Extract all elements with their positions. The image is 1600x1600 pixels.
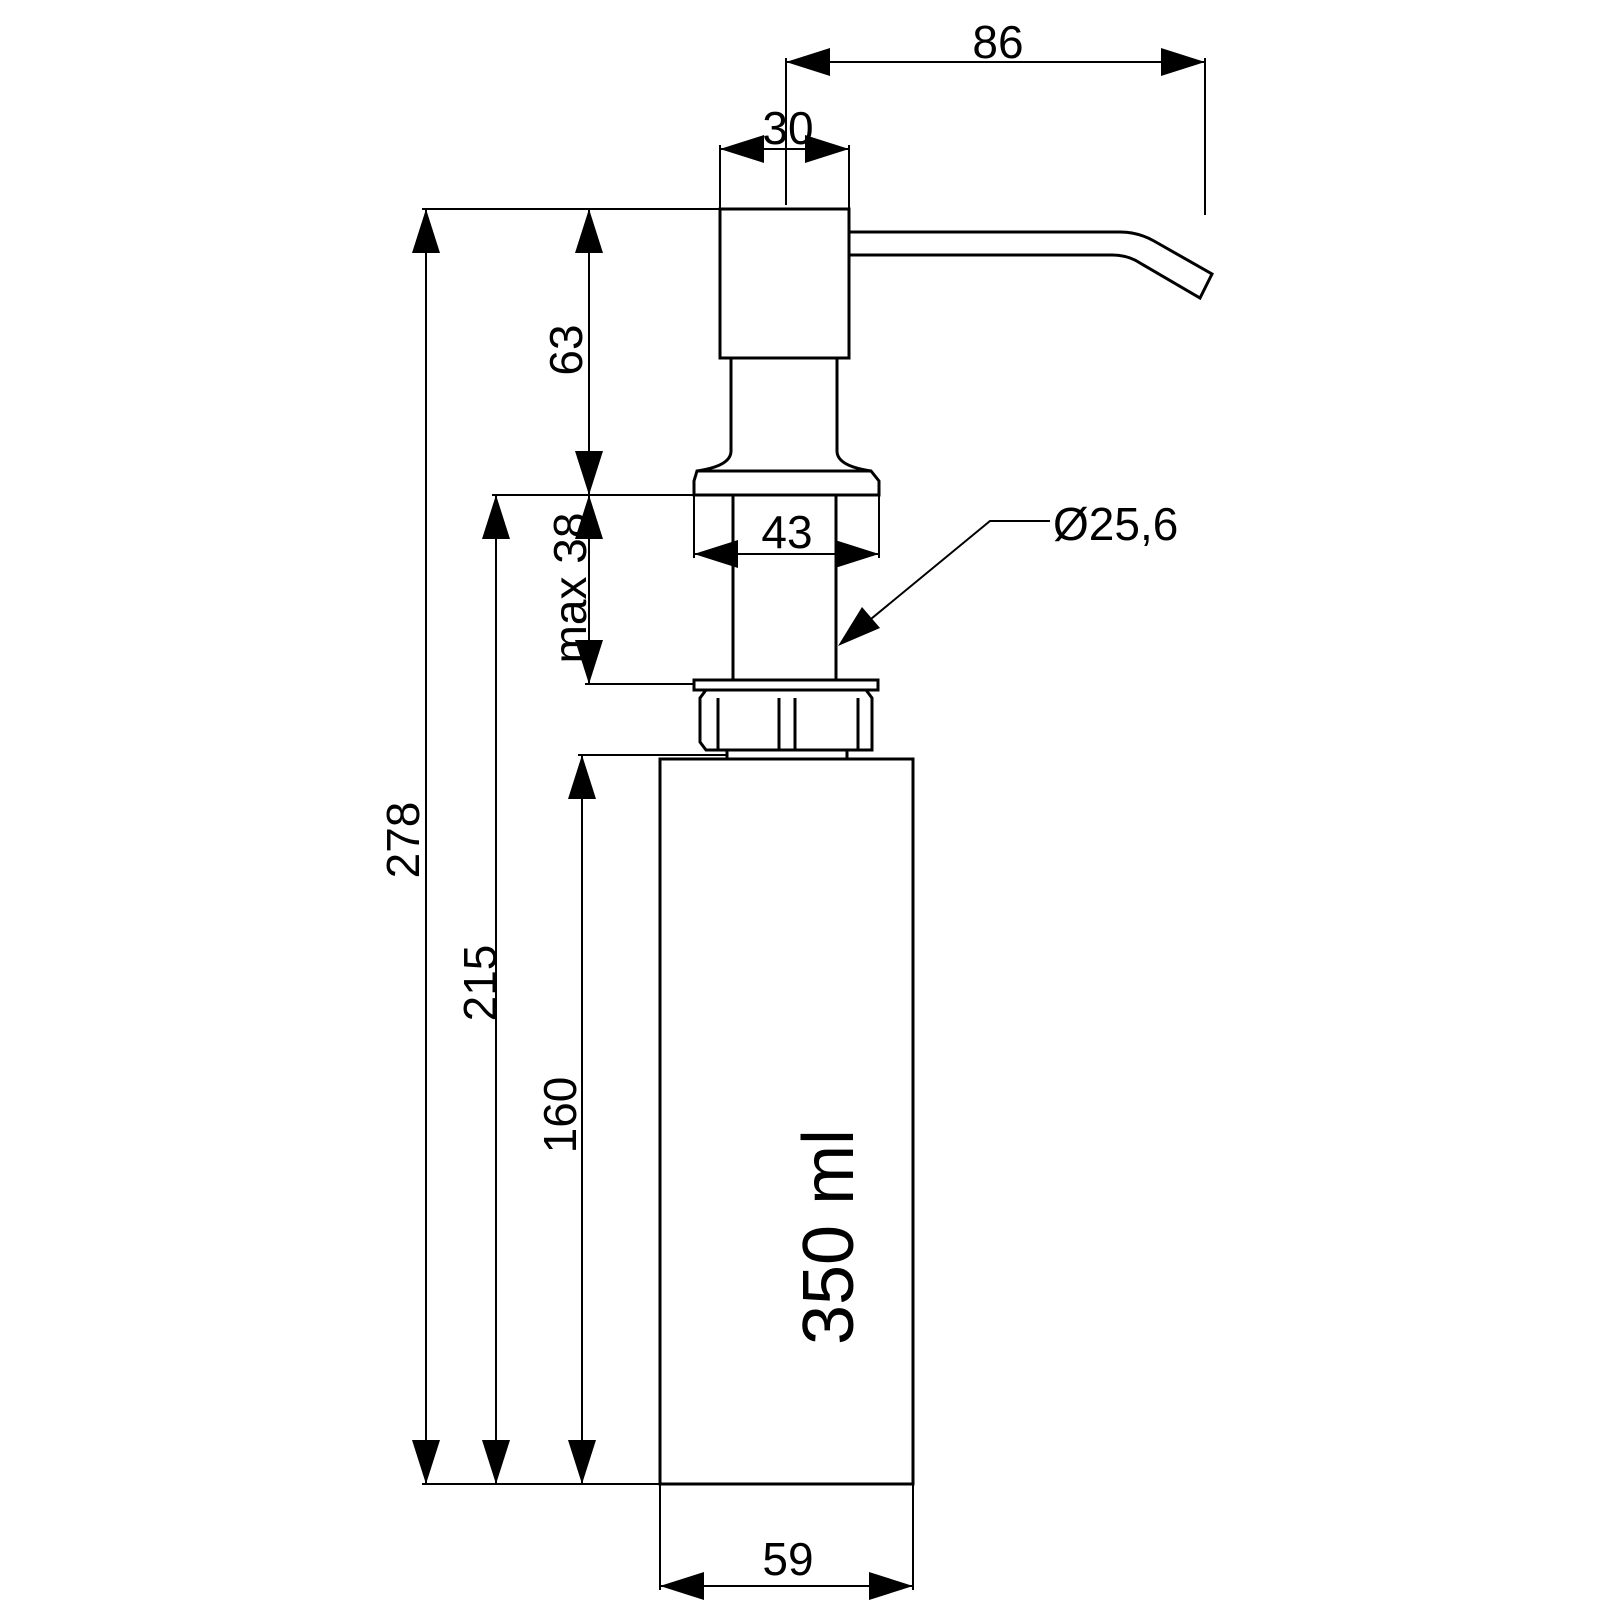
label-bottle-width: 59: [762, 1533, 813, 1585]
label-pump-head-height: 63: [540, 324, 592, 375]
dim-43-arrow-right: [835, 540, 879, 568]
dim-160-arrow-top: [568, 755, 596, 799]
dimension-labels: 86 30 43 Ø25,6 59 278 63 max 38 215 160 …: [377, 16, 1178, 1585]
dim-43-arrow-left: [694, 540, 738, 568]
dim-215-arrow-bottom: [482, 1440, 510, 1484]
dim-59-arrow-right: [869, 1572, 913, 1600]
dim-diameter-arrow: [838, 607, 880, 646]
label-bottle-capacity: 350 ml: [789, 1129, 869, 1345]
pump-head: [718, 207, 851, 360]
dim-30-arrow-right: [805, 135, 849, 163]
dim-160-arrow-bottom: [568, 1440, 596, 1484]
label-bottle-height: 160: [534, 1077, 586, 1154]
dispenser-outline: [658, 207, 1214, 1486]
bottle: [658, 757, 915, 1486]
label-shank-diameter: Ø25,6: [1053, 498, 1178, 550]
dim-63-arrow-bottom: [575, 451, 603, 495]
dim-diameter-leader: [842, 520, 1050, 643]
dim-215-arrow-top: [482, 495, 510, 539]
label-max-counter-thickness: max 38: [544, 513, 596, 664]
pump-neck: [696, 358, 872, 473]
dim-63-arrow-top: [575, 209, 603, 253]
dim-59-arrow-left: [660, 1572, 704, 1600]
label-below-counter-height: 215: [454, 945, 506, 1022]
dim-278-arrow-bottom: [412, 1440, 440, 1484]
dim-86-arrow-right: [1161, 48, 1205, 76]
label-total-height: 278: [377, 802, 429, 879]
spout: [849, 230, 1214, 301]
label-flange-width: 43: [761, 506, 812, 558]
label-spout-reach: 86: [972, 16, 1023, 68]
mounting-nut: [698, 688, 874, 752]
dim-30-arrow-left: [720, 135, 764, 163]
upper-collar: [692, 469, 881, 497]
dimension-lines: [412, 48, 1206, 1600]
label-head-width: 30: [762, 102, 813, 154]
dim-278-arrow-top: [412, 209, 440, 253]
dim-38-arrow-bottom: [575, 640, 603, 684]
dim-38-arrow-top: [575, 495, 603, 539]
dim-86-arrow-left: [786, 48, 830, 76]
